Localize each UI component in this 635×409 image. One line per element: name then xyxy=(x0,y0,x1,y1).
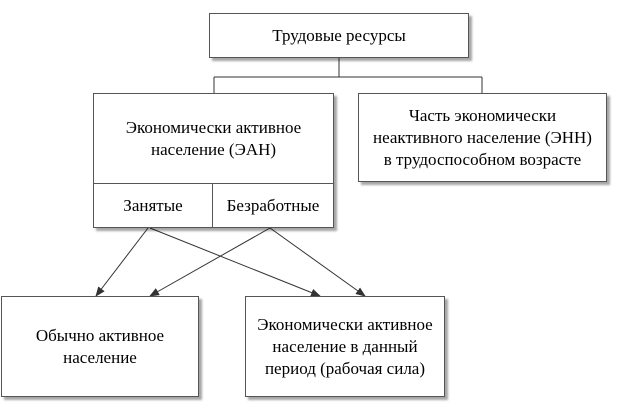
eap-box: Экономически активное население (ЭАН) За… xyxy=(93,93,334,228)
root-box: Трудовые ресурсы xyxy=(209,13,469,58)
enn-label: Часть экономически неактивного население… xyxy=(373,105,592,169)
employed-label: Занятые xyxy=(123,195,183,215)
arrow-unemployed-to-current xyxy=(269,227,366,297)
eap-label: Экономически активное население (ЭАН) xyxy=(125,117,302,159)
usually-active-label: Обычно активное население xyxy=(35,325,165,367)
usually-active-box: Обычно активное население xyxy=(1,296,199,397)
employed-cell: Занятые xyxy=(94,184,212,227)
arrow-unemployed-to-usually-active xyxy=(149,227,271,297)
eap-divider-vertical xyxy=(212,183,213,227)
arrow-employed-to-usually-active xyxy=(95,227,149,297)
currently-active-box: Экономически активное население в данный… xyxy=(245,296,445,397)
unemployed-cell: Безработные xyxy=(213,184,333,227)
unemployed-label: Безработные xyxy=(226,195,320,215)
root-label: Трудовые ресурсы xyxy=(272,25,406,45)
arrow-employed-to-current xyxy=(149,227,321,297)
currently-active-label: Экономически активное население в данный… xyxy=(257,314,433,378)
enn-box: Часть экономически неактивного население… xyxy=(358,93,607,182)
eap-divider-horizontal xyxy=(94,183,333,184)
eap-header: Экономически активное население (ЭАН) xyxy=(94,94,333,183)
